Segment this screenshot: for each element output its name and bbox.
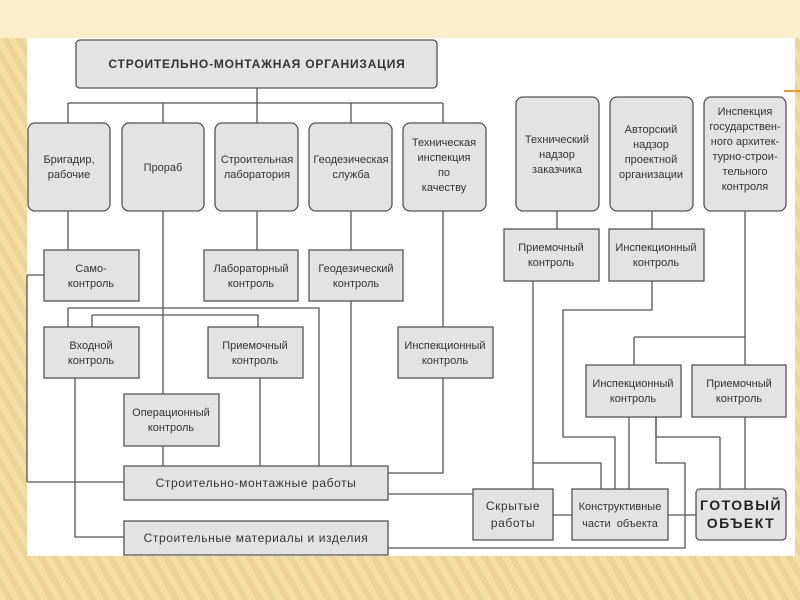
external-customer-supervision: Технический надзор заказчика [515,96,600,212]
svg-text:Геодезическая: Геодезическая [313,154,388,166]
svg-text:Инспекция: Инспекция [718,106,773,118]
control-author-inspection: Инспекционный контроль [608,228,705,282]
control-operational: Операционный контроль [123,393,220,447]
control-geodesic: Геодезический контроль [308,249,404,302]
external-author-supervision: Авторский надзор проектной организации [609,96,694,212]
control-self: Само- контроль [43,249,140,302]
svg-text:контроль: контроль [68,355,115,367]
svg-text:Инспекционный: Инспекционный [615,242,696,254]
svg-text:турно-строи-: турно-строи- [712,151,777,163]
svg-text:Строительно-монтажные работы: Строительно-монтажные работы [156,476,357,490]
svg-text:Инспекционный: Инспекционный [404,340,485,352]
svg-text:заказчика: заказчика [532,164,583,176]
connectors [26,88,746,549]
svg-text:Приемочный: Приемочный [706,378,772,390]
svg-text:проектной: проектной [625,154,678,166]
department-prorab: Прораб [121,122,205,212]
svg-text:Геодезический: Геодезический [318,263,393,275]
svg-text:контроль: контроль [422,355,469,367]
control-acceptance: Приемочный контроль [207,326,304,379]
external-state-inspection: Инспекция государствен- ного архитек- ту… [703,96,787,212]
department-brigadir: Бригадир, рабочие [27,122,111,212]
svg-text:Операционный: Операционный [132,407,210,419]
control-tech-inspection: Инспекционный контроль [397,326,494,379]
department-laboratory: Строительная лаборатория [214,122,299,212]
node-construction-works: Строительно-монтажные работы [123,465,389,501]
control-lab: Лабораторный контроль [203,249,299,302]
svg-text:Входной: Входной [69,340,112,352]
svg-text:части объекта: части объекта [582,518,659,530]
title-node: СТРОИТЕЛЬНО-МОНТАЖНАЯ ОРГАНИЗАЦИЯ [75,39,438,89]
title-text: СТРОИТЕЛЬНО-МОНТАЖНАЯ ОРГАНИЗАЦИЯ [108,57,405,71]
department-tech-inspection: Техническая инспекция по качеству [402,122,487,212]
svg-text:Конструктивные: Конструктивные [579,501,662,513]
svg-text:Бригадир,: Бригадир, [43,154,94,166]
svg-text:Инспекционный: Инспекционный [592,378,673,390]
svg-text:контроль: контроль [333,278,380,290]
svg-text:контроля: контроля [722,181,769,193]
svg-text:Само-: Само- [75,263,107,275]
department-geodesy: Геодезическая служба [308,122,393,212]
node-final-object: ГОТОВЫЙ ОБЪЕКТ [695,488,787,541]
control-state-inspection: Инспекционный контроль [585,364,682,418]
svg-text:организации: организации [619,169,683,181]
node-structural-parts: Конструктивные части объекта [571,488,669,541]
svg-text:работы: работы [491,516,535,530]
svg-text:надзор: надзор [539,149,575,161]
svg-text:контроль: контроль [148,422,195,434]
slide-accent-line [784,90,800,92]
control-customer-acceptance: Приемочный контроль [503,228,600,282]
svg-text:контроль: контроль [633,257,680,269]
svg-text:контроль: контроль [232,355,279,367]
svg-text:Строительная: Строительная [221,154,293,166]
svg-text:контроль: контроль [228,278,275,290]
svg-text:Лабораторный: Лабораторный [213,263,288,275]
svg-text:контроль: контроль [610,393,657,405]
svg-text:лаборатория: лаборатория [224,169,290,181]
svg-text:ного архитек-: ного архитек- [711,136,780,148]
svg-text:Техническая: Техническая [412,137,476,149]
svg-text:Скрытые: Скрытые [486,499,540,513]
control-input: Входной контроль [43,326,140,379]
svg-text:Прораб: Прораб [144,162,183,174]
svg-text:инспекция: инспекция [417,152,470,164]
control-state-acceptance: Приемочный контроль [691,364,787,418]
svg-text:Приемочный: Приемочный [518,242,584,254]
svg-text:государствен-: государствен- [709,121,781,133]
svg-text:ГОТОВЫЙ: ГОТОВЫЙ [700,496,782,513]
svg-text:служба: служба [332,169,370,181]
svg-text:рабочие: рабочие [48,169,90,181]
svg-text:контроль: контроль [528,257,575,269]
svg-text:Приемочный: Приемочный [222,340,288,352]
node-hidden-works: Скрытые работы [472,488,554,541]
svg-text:ОБЪЕКТ: ОБЪЕКТ [707,515,775,531]
svg-text:Авторский: Авторский [625,124,678,136]
slide-top-band [0,0,800,38]
svg-text:по: по [438,167,450,179]
svg-text:надзор: надзор [633,139,669,151]
svg-text:качеству: качеству [422,182,467,194]
svg-text:контроль: контроль [716,393,763,405]
svg-text:тельного: тельного [723,166,768,178]
node-materials: Строительные материалы и изделия [123,520,389,556]
svg-text:Строительные материалы и издел: Строительные материалы и изделия [144,531,369,545]
svg-text:Технический: Технический [525,134,589,146]
svg-text:контроль: контроль [68,278,115,290]
